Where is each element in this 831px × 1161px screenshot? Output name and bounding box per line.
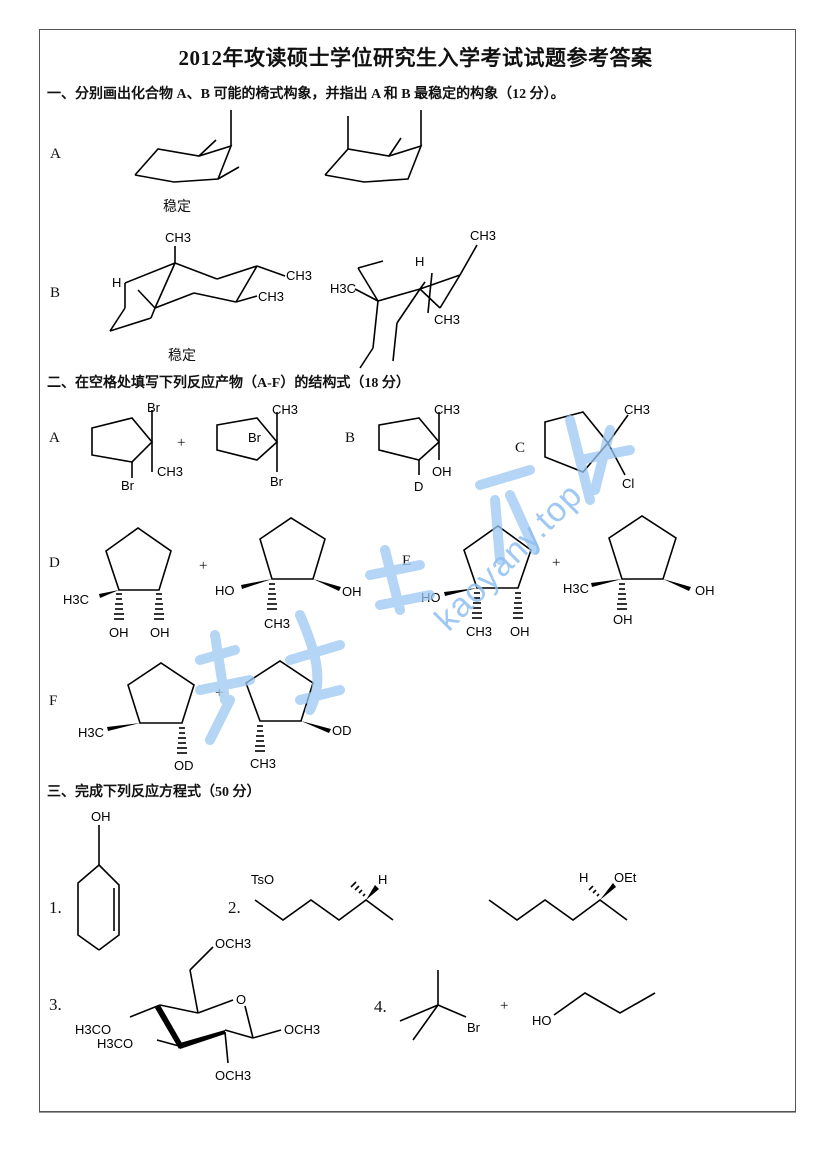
svg-text:CH3: CH3 <box>286 268 312 283</box>
svg-text:CH3: CH3 <box>272 402 298 417</box>
structure-2A-1: Br Br CH3 <box>91 400 183 493</box>
svg-text:CH3: CH3 <box>470 228 496 243</box>
svg-text:OH: OH <box>342 584 362 599</box>
structure-1B-stable: CH3 CH3 CH3 H <box>109 230 312 332</box>
svg-text:TsO: TsO <box>251 872 274 887</box>
stable-note-1A: 稳定 <box>163 200 191 215</box>
structure-3-4-tbutyl-bromide: Br <box>399 970 481 1041</box>
structure-3-4-propanol: HO <box>532 992 656 1028</box>
page-title: 2012年攻读硕士学位研究生入学考试试题参考答案 <box>178 46 653 70</box>
svg-text:CH3: CH3 <box>434 402 460 417</box>
label-3-2: 2. <box>228 898 241 917</box>
svg-text:CH3: CH3 <box>157 464 183 479</box>
svg-text:OH: OH <box>613 612 633 627</box>
svg-text:CH3: CH3 <box>264 616 290 631</box>
svg-text:OH: OH <box>109 625 129 640</box>
label-2F: F <box>49 693 58 709</box>
structure-2F-1: H3C OD <box>78 662 195 773</box>
svg-text:CH3: CH3 <box>624 402 650 417</box>
label-2C: C <box>515 440 526 456</box>
svg-text:OD: OD <box>332 723 352 738</box>
label-2B: B <box>345 430 356 446</box>
svg-text:H3CO: H3CO <box>75 1022 111 1037</box>
plus-2D: + <box>199 558 208 574</box>
svg-text:HO: HO <box>215 583 235 598</box>
svg-text:H: H <box>112 275 121 290</box>
svg-text:H: H <box>378 872 387 887</box>
structure-3-2-reactant: TsO H <box>251 872 394 921</box>
label-3-1: 1. <box>49 898 62 917</box>
svg-text:D: D <box>414 479 423 494</box>
svg-text:H3C: H3C <box>63 592 89 607</box>
svg-text:OD: OD <box>174 758 194 773</box>
svg-text:OEt: OEt <box>614 870 637 885</box>
label-2D: D <box>49 555 60 571</box>
svg-text:OH: OH <box>150 625 170 640</box>
structure-2F-2: OD CH3 <box>245 660 352 771</box>
structure-2D-2: HO OH CH3 <box>215 517 362 631</box>
svg-text:Br: Br <box>467 1020 481 1035</box>
svg-text:OCH3: OCH3 <box>215 936 251 951</box>
label-2A: A <box>49 430 60 446</box>
svg-text:H3C: H3C <box>563 581 589 596</box>
structure-2A-2: CH3 Br Br <box>216 402 298 489</box>
structure-2E-2: H3C OH OH <box>563 515 715 627</box>
svg-text:Br: Br <box>270 474 284 489</box>
svg-text:HO: HO <box>532 1013 552 1028</box>
svg-text:H: H <box>579 870 588 885</box>
label-1B: B <box>50 285 61 301</box>
plus-2F: + <box>215 685 224 701</box>
structure-3-2-product: H OEt <box>488 870 637 921</box>
section-1-heading: 一、分别画出化合物 A、B 可能的椅式构象，并指出 A 和 B 最稳定的构象（1… <box>47 87 565 102</box>
svg-text:OH: OH <box>695 583 715 598</box>
plus-2E: + <box>552 555 561 571</box>
structure-3-1: OH <box>77 809 120 951</box>
svg-text:Br: Br <box>248 430 262 445</box>
label-3-3: 3. <box>49 995 62 1014</box>
structure-2D-1: H3C OH OH <box>63 527 172 640</box>
svg-text:H: H <box>415 254 424 269</box>
svg-text:OH: OH <box>432 464 452 479</box>
svg-text:CH3: CH3 <box>434 312 460 327</box>
stable-note-1B: 稳定 <box>168 349 196 364</box>
svg-text:OCH3: OCH3 <box>215 1068 251 1083</box>
svg-text:Cl: Cl <box>622 476 634 491</box>
svg-text:Br: Br <box>147 400 161 415</box>
section-3-heading: 三、完成下列反应方程式（50 分） <box>47 785 261 800</box>
label-3-4: 4. <box>374 997 387 1016</box>
structure-3-3: OCH3 O OCH3 H3CO H3CO OCH3 <box>75 936 320 1083</box>
svg-text:Br: Br <box>121 478 135 493</box>
svg-text:H3C: H3C <box>78 725 104 740</box>
structure-1A-flipped <box>324 110 423 183</box>
plus-2A: + <box>177 435 186 451</box>
svg-text:CH3: CH3 <box>466 624 492 639</box>
svg-text:CH3: CH3 <box>165 230 191 245</box>
svg-text:OH: OH <box>510 624 530 639</box>
plus-3-4: + <box>500 998 509 1014</box>
structure-1A-stable <box>134 110 240 183</box>
svg-text:H3CO: H3CO <box>97 1036 133 1051</box>
svg-text:OH: OH <box>91 809 111 824</box>
structure-1B-flipped: H3C CH3 H CH3 <box>330 228 496 369</box>
label-1A: A <box>50 146 61 162</box>
label-2E: E <box>402 553 412 569</box>
svg-text:CH3: CH3 <box>258 289 284 304</box>
svg-text:H3C: H3C <box>330 281 356 296</box>
svg-text:CH3: CH3 <box>250 756 276 771</box>
page-border <box>39 29 796 1112</box>
svg-text:O: O <box>236 992 246 1007</box>
structure-2B: CH3 OH D <box>378 402 460 494</box>
svg-text:OCH3: OCH3 <box>284 1022 320 1037</box>
section-2-heading: 二、在空格处填写下列反应产物（A-F）的结构式（18 分） <box>47 376 410 391</box>
